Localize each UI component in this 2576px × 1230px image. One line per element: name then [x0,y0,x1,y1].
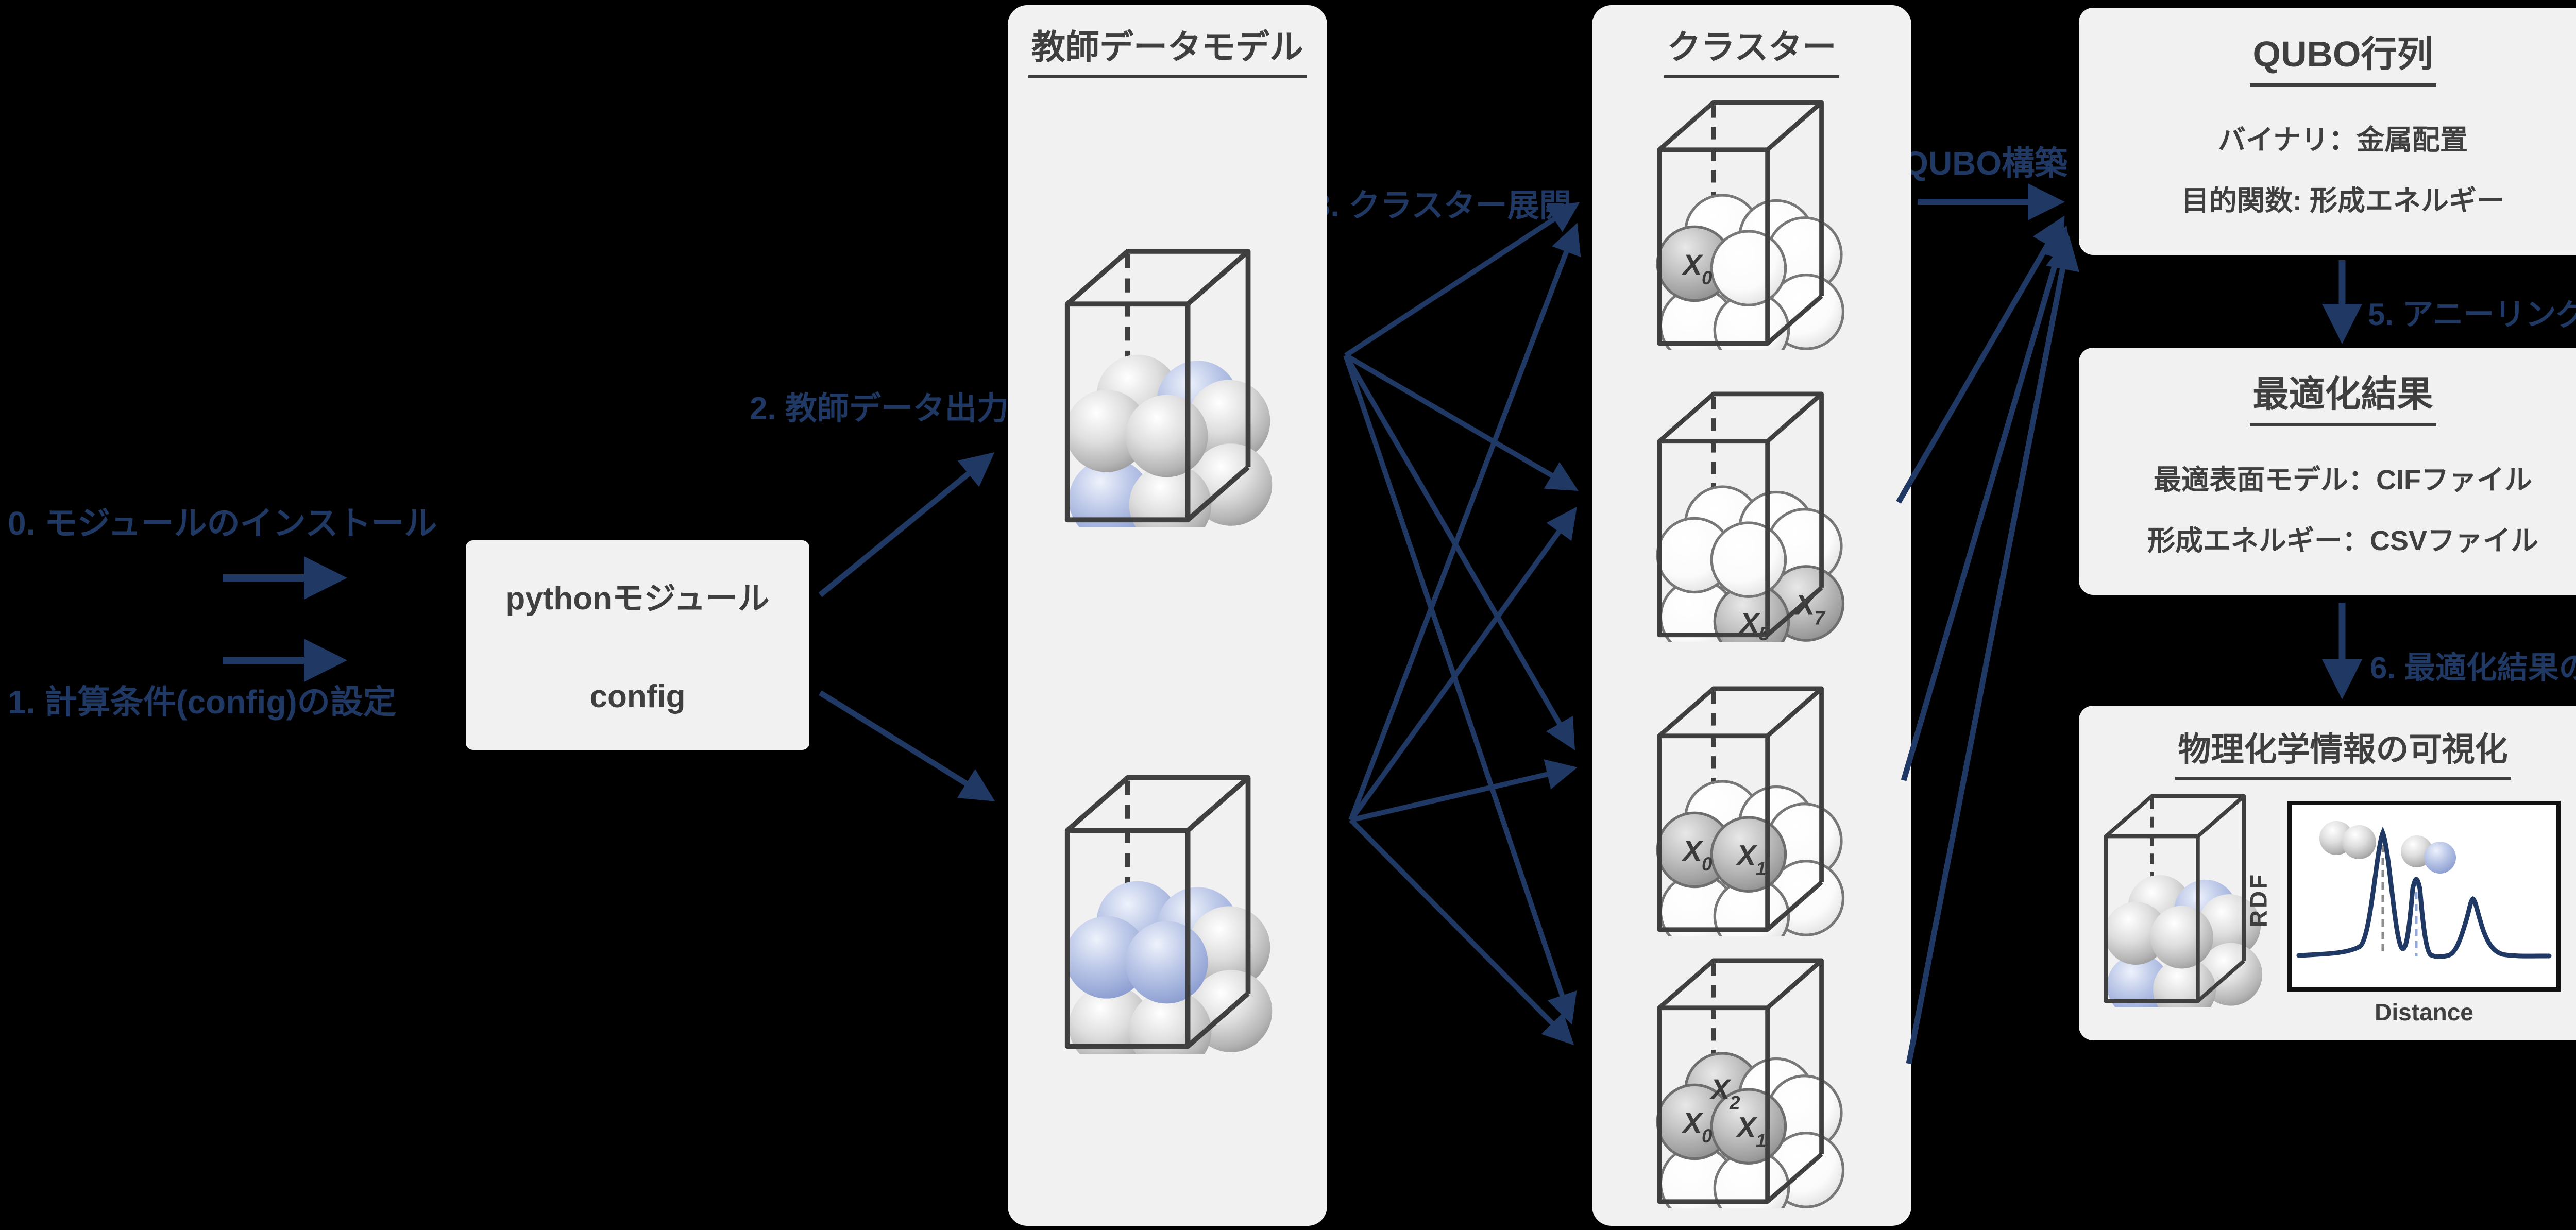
cluster4-atom-x0-sub: 0 [1702,1125,1713,1147]
distance-axis-label: Distance [2375,999,2473,1026]
teacher-panel-title-text: 教師データモデル [1028,20,1307,78]
cluster2-atom-x7-sub: 7 [1815,608,1826,629]
cluster4-atom-x2: X [1709,1073,1732,1105]
arrow-expand-t1-c4 [1343,354,1577,1025]
cluster3-atom-x1-sub: 1 [1756,858,1766,879]
step5-label: 5. アニーリング実行 [2368,297,2576,332]
result-box-title: 最適化結果 [2079,365,2576,426]
cluster3-atom-x0-sub: 0 [1702,853,1713,875]
python-module-label: pythonモジュール [505,581,770,617]
arrow-expand-t1-c3 [1343,354,1575,750]
rdf-sphere-pair-gray [2319,821,2376,859]
step1-label: 1. 計算条件(config)の設定 [8,684,396,721]
step2-label: 2. 教師データ出力 [750,391,1009,426]
teacher-panel-title: 教師データモデル [1008,20,1327,78]
rdf-sphere-pair-gray-blue [2401,835,2456,874]
cluster-panel-title: クラスター [1592,20,1911,78]
qubo-matrix-box: QUBO行列 バイナリ：金属配置 目的関数: 形成エネルギー [2079,8,2576,255]
qubo-box-title-text: QUBO行列 [2249,25,2436,87]
viz-box-title: 物理化学情報の可視化 [2079,723,2576,780]
viz-box-title-text: 物理化学情報の可視化 [2175,723,2511,780]
rdf-curve [2296,826,2552,959]
arrow-expand-t1-c1 [1344,202,1580,358]
viz-unit-cell [2102,792,2263,1007]
cluster1-atom-x0-sub: 0 [1702,267,1713,288]
arrow-teacher-output-down [819,690,995,801]
result-csv-line: 形成エネルギー：CSVファイル [2147,525,2539,556]
step6-label: 6. 最適化結果の出力 [2370,651,2576,685]
python-config-box: pythonモジュール config [466,540,809,750]
rdf-plot [2287,801,2561,992]
cluster4-atom-x1: X [1735,1111,1758,1143]
arrow-expand-t2-c2 [1348,506,1577,822]
cluster-3-unit-cell: X 0 X 1 [1656,684,1845,936]
qubo-binary-line: バイナリ：金属配置 [2218,125,2468,156]
cluster4-atom-x1-sub: 1 [1756,1130,1766,1151]
step3-label: 3. クラスター展開 [1313,188,1571,224]
arrow-qubo-c3 [1901,225,2074,781]
arrow-teacher-output-up [818,452,995,597]
cluster-4-unit-cell: X 2 X 0 X 1 [1656,956,1845,1208]
cluster4-atom-x2-sub: 2 [1729,1092,1740,1113]
qubo-objective-line: 目的関数: 形成エネルギー [2181,185,2504,216]
config-label: config [589,679,686,714]
qubo-box-title: QUBO行列 [2079,25,2576,87]
arrow-expand-t1-c2 [1344,353,1579,491]
result-box-title-text: 最適化結果 [2249,365,2436,426]
cluster-panel-title-text: クラスター [1664,20,1840,78]
step0-label: 0. モジュールのインストール [8,505,437,542]
cluster3-atom-x0: X [1681,834,1704,867]
teacher-model-1-unit-cell [1062,246,1273,527]
optimization-result-box: 最適化結果 最適表面モデル：CIFファイル 形成エネルギー：CSVファイル [2079,348,2576,595]
cluster3-atom-x1: X [1735,839,1758,872]
cluster-1-unit-cell: X 0 [1656,98,1845,350]
cluster4-atom-x0: X [1681,1106,1704,1139]
rdf-axis-label: RDF [2245,872,2272,928]
arrow-expand-t2-c3 [1350,759,1578,823]
arrow-expand-t2-c4 [1349,818,1574,1046]
cluster-2-unit-cell: X 5 X 7 [1656,389,1845,642]
arrow-qubo-c2 [1896,215,2065,504]
arrow-expand-t2-c1 [1348,223,1581,821]
arrow-qubo-c4 [1906,235,2079,1065]
teacher-model-2-unit-cell [1062,773,1273,1054]
result-cif-line: 最適表面モデル：CIFファイル [2154,465,2532,496]
cluster1-atom-x0: X [1681,248,1704,281]
